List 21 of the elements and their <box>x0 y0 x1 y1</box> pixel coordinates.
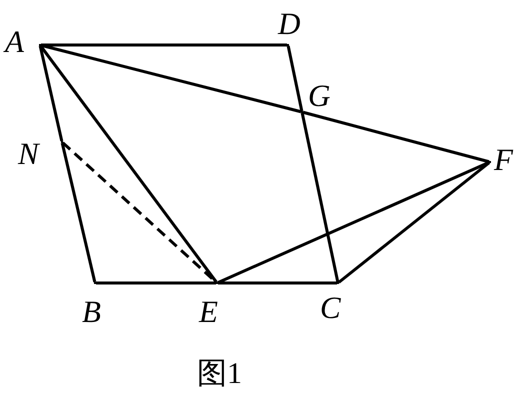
line-segment <box>217 161 490 284</box>
line-segment <box>286 46 304 112</box>
point-label: G <box>308 80 330 111</box>
line-segment <box>40 44 302 114</box>
point-label: A <box>5 26 24 57</box>
point-label: B <box>82 296 101 327</box>
point-label: N <box>18 138 39 169</box>
line-segment <box>338 161 490 284</box>
line-segment <box>39 44 218 284</box>
line-segment <box>60 142 96 282</box>
point-label: D <box>278 8 300 39</box>
point-label: F <box>494 144 513 175</box>
point-label: E <box>199 296 218 327</box>
line-segment <box>38 46 64 142</box>
line-segment <box>300 112 340 282</box>
figure-caption: 图1 <box>197 359 242 389</box>
line-segment <box>96 282 216 284</box>
point-label: C <box>320 292 341 323</box>
line-segment <box>218 282 337 284</box>
line-segment <box>302 110 490 164</box>
line-segment <box>41 44 287 46</box>
